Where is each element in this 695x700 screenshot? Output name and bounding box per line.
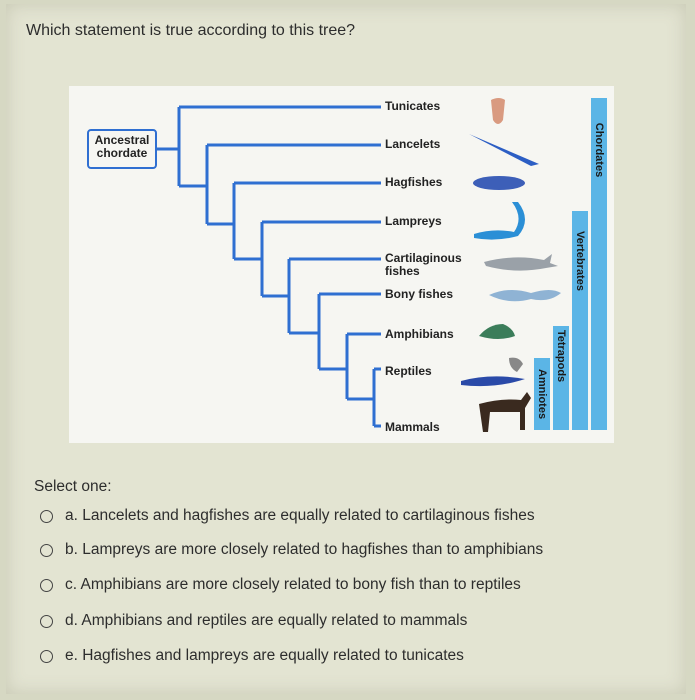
taxon-cartilaginous-line2: fishes (385, 264, 420, 278)
clade-tetrapods: Tetrapods (553, 326, 569, 430)
taxon-bony-fishes: Bony fishes (385, 287, 454, 301)
clade-vertebrates: Vertebrates (572, 211, 588, 430)
ancestral-chordate-box: Ancestral chordate (87, 129, 157, 169)
bird-icon (509, 357, 523, 372)
frog-icon (479, 324, 515, 339)
taxon-tunicates: Tunicates (385, 99, 441, 113)
tree-diagram (157, 98, 561, 432)
option-b-text[interactable]: b. Lampreys are more closely related to … (65, 541, 544, 558)
clade-vertebrates-label: Vertebrates (574, 231, 586, 291)
option-a-text[interactable]: a. Lancelets and hagfishes are equally r… (65, 507, 535, 524)
option-d-text[interactable]: d. Amphibians and reptiles are equally r… (65, 612, 468, 629)
animal-illustrations (461, 98, 561, 432)
ancestral-label-line2: chordate (96, 146, 148, 160)
option-e-text[interactable]: e. Hagfishes and lampreys are equally re… (65, 647, 464, 664)
radio-button-icon[interactable] (40, 509, 53, 523)
select-one-label: Select one: (34, 478, 112, 495)
option-b[interactable]: b. Lampreys are more closely related to … (40, 539, 543, 561)
bony-fish-icon (489, 289, 561, 302)
taxon-amphibians: Amphibians (385, 327, 454, 341)
lamprey-icon (474, 202, 525, 240)
option-c-text[interactable]: c. Amphibians are more closely related t… (65, 576, 521, 593)
phylogenetic-tree-figure: Tunicates Lancelets Hagfishes Lampreys C… (69, 86, 614, 443)
taxon-lancelets: Lancelets (385, 137, 441, 151)
clade-amniotes-label: Amniotes (536, 368, 548, 420)
radio-button-icon[interactable] (40, 614, 53, 628)
clade-chordates: Chordates (591, 98, 607, 430)
option-d[interactable]: d. Amphibians and reptiles are equally r… (40, 610, 467, 632)
tunicate-icon (491, 98, 505, 124)
horse-icon (479, 392, 531, 432)
option-a[interactable]: a. Lancelets and hagfishes are equally r… (40, 505, 535, 527)
taxon-cartilaginous-line1: Cartilaginous (385, 251, 462, 265)
taxon-mammals: Mammals (385, 420, 440, 434)
option-e[interactable]: e. Hagfishes and lampreys are equally re… (40, 645, 464, 667)
radio-button-icon[interactable] (40, 578, 53, 592)
clade-chordates-label: Chordates (593, 122, 605, 178)
taxon-cartilaginous-fishes: Cartilaginous fishes (385, 252, 462, 278)
shark-icon (484, 254, 558, 271)
hagfish-icon (473, 176, 525, 190)
question-text: Which statement is true according to thi… (26, 22, 356, 39)
taxon-lampreys: Lampreys (385, 214, 442, 228)
ancestral-label-line1: Ancestral (94, 133, 150, 147)
lizard-icon (461, 376, 525, 387)
clade-tetrapods-label: Tetrapods (555, 329, 567, 383)
taxon-reptiles: Reptiles (385, 364, 432, 378)
taxon-hagfishes: Hagfishes (385, 175, 443, 189)
clade-amniotes: Amniotes (534, 358, 550, 430)
lancelet-icon (469, 134, 539, 166)
option-c[interactable]: c. Amphibians are more closely related t… (40, 574, 521, 596)
radio-button-icon[interactable] (40, 543, 53, 557)
radio-button-icon[interactable] (40, 649, 53, 663)
